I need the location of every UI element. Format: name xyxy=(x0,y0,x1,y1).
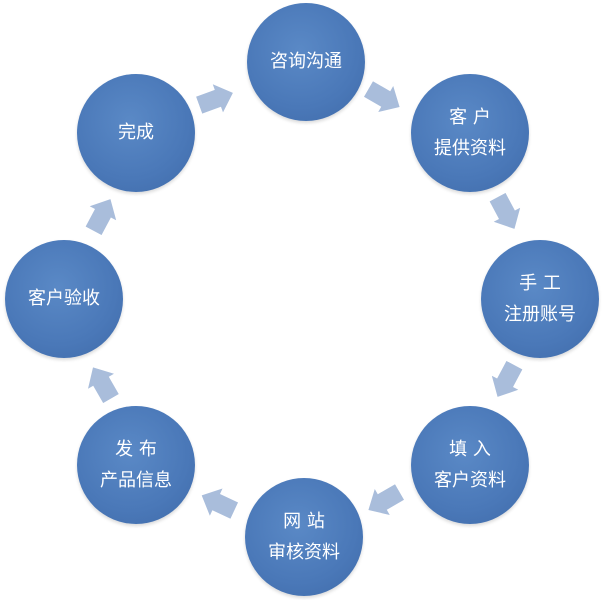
node-manual-register: 手 工 注册账号 xyxy=(481,240,599,358)
arrow-right-icon xyxy=(80,360,124,406)
node-consult-line-1: 咨询沟通 xyxy=(270,51,342,73)
arrow-right-icon xyxy=(80,192,123,238)
node-client-provide-info-line-2: 提供资料 xyxy=(434,138,506,159)
node-manual-register-line-1: 手 工 xyxy=(519,272,561,294)
node-site-review: 网 站 审核资料 xyxy=(245,478,363,596)
node-complete: 完成 xyxy=(77,74,195,192)
arrow-right-icon xyxy=(195,482,240,524)
node-site-review-line-1: 网 站 xyxy=(283,510,325,532)
arrow-right-icon xyxy=(484,358,527,404)
node-client-acceptance: 客户验收 xyxy=(5,240,123,358)
node-manual-register-line-2: 注册账号 xyxy=(504,304,576,325)
node-fill-client-info-line-1: 填 入 xyxy=(449,438,491,460)
arrow-right-icon xyxy=(484,190,527,236)
arrow-right-icon xyxy=(361,76,407,120)
node-publish-product-line-2: 产品信息 xyxy=(100,470,172,491)
node-fill-client-info: 填 入 客户资料 xyxy=(411,406,529,524)
node-publish-product-line-1: 发 布 xyxy=(115,438,157,460)
node-complete-line-1: 完成 xyxy=(118,122,154,144)
node-consult: 咨询沟通 xyxy=(247,3,365,121)
arrow-right-icon xyxy=(361,479,407,523)
node-site-review-line-2: 审核资料 xyxy=(268,542,340,563)
node-client-acceptance-line-1: 客户验收 xyxy=(28,288,100,310)
arrow-right-icon xyxy=(194,79,238,120)
node-publish-product: 发 布 产品信息 xyxy=(77,406,195,524)
node-fill-client-info-line-2: 客户资料 xyxy=(434,470,506,491)
node-client-provide-info-line-1: 客 户 xyxy=(449,106,491,128)
node-client-provide-info: 客 户 提供资料 xyxy=(411,74,529,192)
